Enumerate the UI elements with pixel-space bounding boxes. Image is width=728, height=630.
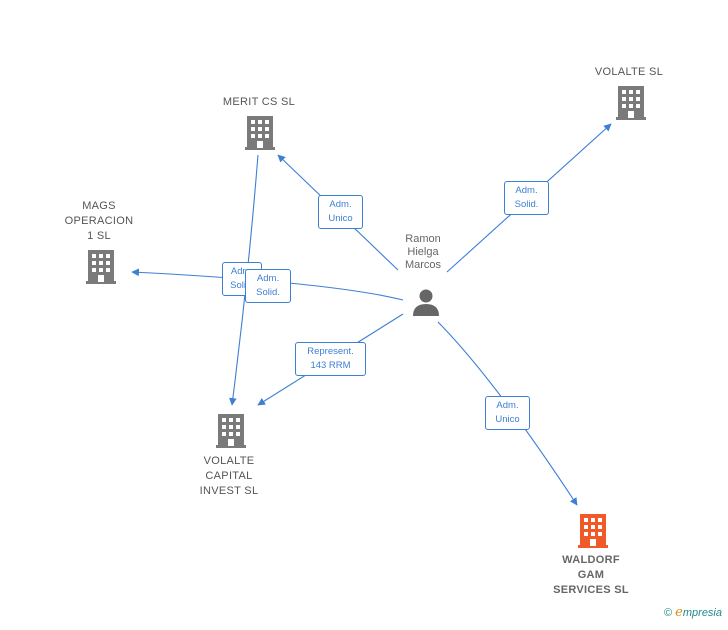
company-label-volalte-capital[interactable]: VOLALTE CAPITAL INVEST SL bbox=[199, 455, 259, 497]
relation-label-mags: Adm. Solid. bbox=[245, 269, 291, 303]
brand-footer: © empresia bbox=[664, 605, 722, 620]
brand-initial: e bbox=[675, 605, 683, 620]
relation-label-volalte-capital: Represent. 143 RRM bbox=[295, 342, 366, 376]
company-label-mags[interactable]: MAGS OPERACION 1 SL bbox=[64, 200, 134, 242]
relation-label-waldorf: Adm. Unico bbox=[485, 396, 530, 430]
person-label[interactable]: Ramon Hielga Marcos bbox=[404, 233, 442, 271]
building-icon-highlight[interactable] bbox=[578, 514, 608, 553]
copyright-icon: © bbox=[664, 607, 673, 619]
building-icon[interactable] bbox=[86, 250, 116, 289]
relation-label-volalte: Adm. Solid. bbox=[504, 181, 549, 215]
building-icon[interactable] bbox=[245, 116, 275, 155]
brand-name: mpresia bbox=[682, 607, 722, 619]
person-icon[interactable] bbox=[411, 287, 441, 322]
company-label-volalte[interactable]: VOLALTE SL bbox=[594, 66, 664, 78]
building-icon[interactable] bbox=[216, 414, 246, 453]
edge-person-mags bbox=[131, 268, 404, 301]
company-label-waldorf[interactable]: WALDORF GAM SERVICES SL bbox=[553, 554, 629, 596]
company-label-merit[interactable]: MERIT CS SL bbox=[222, 96, 296, 108]
relation-label-merit: Adm. Unico bbox=[318, 195, 363, 229]
building-icon[interactable] bbox=[616, 86, 646, 125]
